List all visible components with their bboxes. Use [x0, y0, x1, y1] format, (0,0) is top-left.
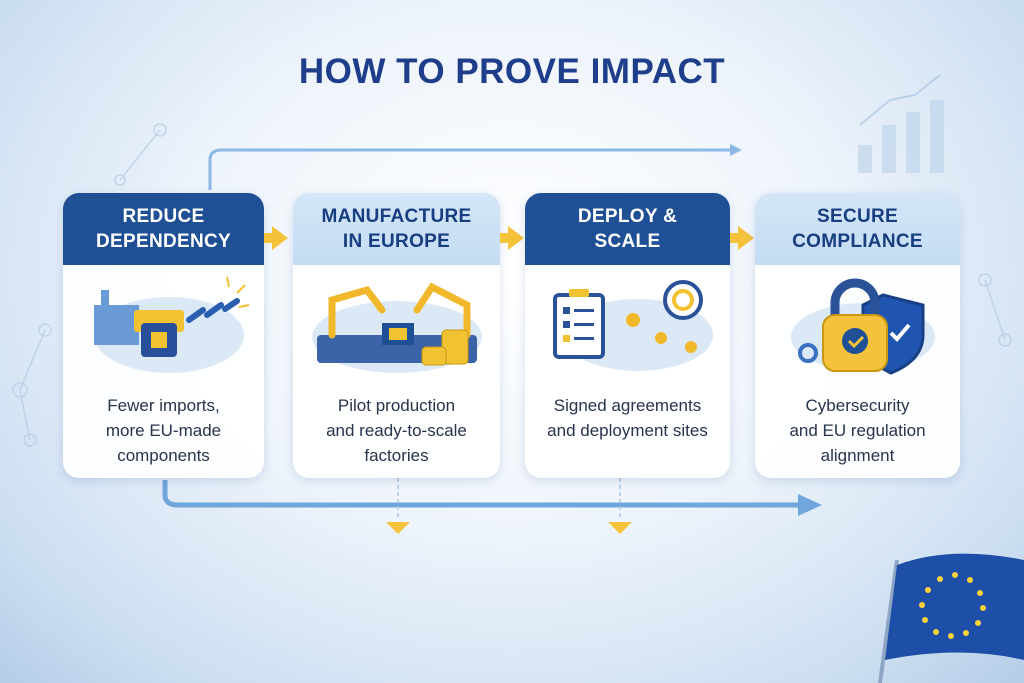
heading-line: REDUCE [122, 206, 205, 227]
step-description: Signed agreements and deployment sites [525, 385, 730, 443]
description-line: more EU-made [105, 421, 222, 440]
heading-line: DEPENDENCY [96, 231, 231, 252]
next-arrow-icon [500, 226, 524, 250]
step-card-secure-compliance: SECURE COMPLIANCE Cybersecurity and EU reg… [755, 193, 960, 478]
growth-bar-chart-icon [858, 74, 944, 173]
description-line: Signed agreements [553, 396, 702, 415]
heading-line: DEPLOY & [577, 206, 678, 227]
clipboard-map-target-icon [525, 265, 730, 385]
step-card-deploy-and-scale: DEPLOY & SCALE Signed agreements and deplo… [525, 193, 730, 478]
step-description: Cybersecurity and EU regulation alignment [755, 385, 960, 468]
step-description: Pilot production and ready-to-scale factor… [293, 385, 500, 468]
bottom-flow-arrow [162, 480, 800, 508]
heading-line: COMPLIANCE [792, 231, 923, 252]
description-line: components [117, 446, 210, 465]
step-card-manufacture-in-europe: MANUFACTURE IN EUROPE Pilot production and… [293, 193, 500, 478]
step-description: Fewer imports, more EU-made components [63, 385, 264, 468]
description-line: Cybersecurity [805, 396, 910, 415]
eu-flag-icon [878, 553, 1024, 683]
step-card-reduce-dependency: REDUCE DEPENDENCY Fewer imports, more EU-m… [63, 193, 264, 478]
description-line: Fewer imports, [107, 396, 220, 415]
step-heading: DEPLOY & SCALE [525, 193, 730, 265]
step-heading: REDUCE DEPENDENCY [63, 193, 264, 265]
step-heading: MANUFACTURE IN EUROPE [293, 193, 500, 265]
down-marker-icon [608, 522, 632, 534]
description-line: alignment [820, 446, 895, 465]
heading-line: IN EUROPE [342, 231, 451, 252]
next-arrow-icon [264, 226, 288, 250]
description-line: factories [364, 446, 429, 465]
padlock-shield-icon [755, 265, 960, 385]
next-arrow-icon [730, 226, 754, 250]
network-nodes [12, 123, 1012, 447]
broken-chain-chip-icon [63, 265, 264, 385]
description-line: Pilot production [337, 396, 456, 415]
page-title: HOW TO PROVE IMPACT [298, 52, 726, 91]
down-marker-icon [386, 522, 410, 534]
description-line: and deployment sites [547, 421, 708, 440]
robot-arms-factory-icon [293, 265, 500, 385]
description-line: and EU regulation [789, 421, 926, 440]
top-flow-line [208, 148, 735, 190]
heading-line: MANUFACTURE [321, 206, 472, 227]
description-line: and ready-to-scale [326, 421, 467, 440]
step-heading: SECURE COMPLIANCE [755, 193, 960, 265]
heading-line: SECURE [817, 206, 898, 227]
heading-line: SCALE [594, 231, 661, 252]
